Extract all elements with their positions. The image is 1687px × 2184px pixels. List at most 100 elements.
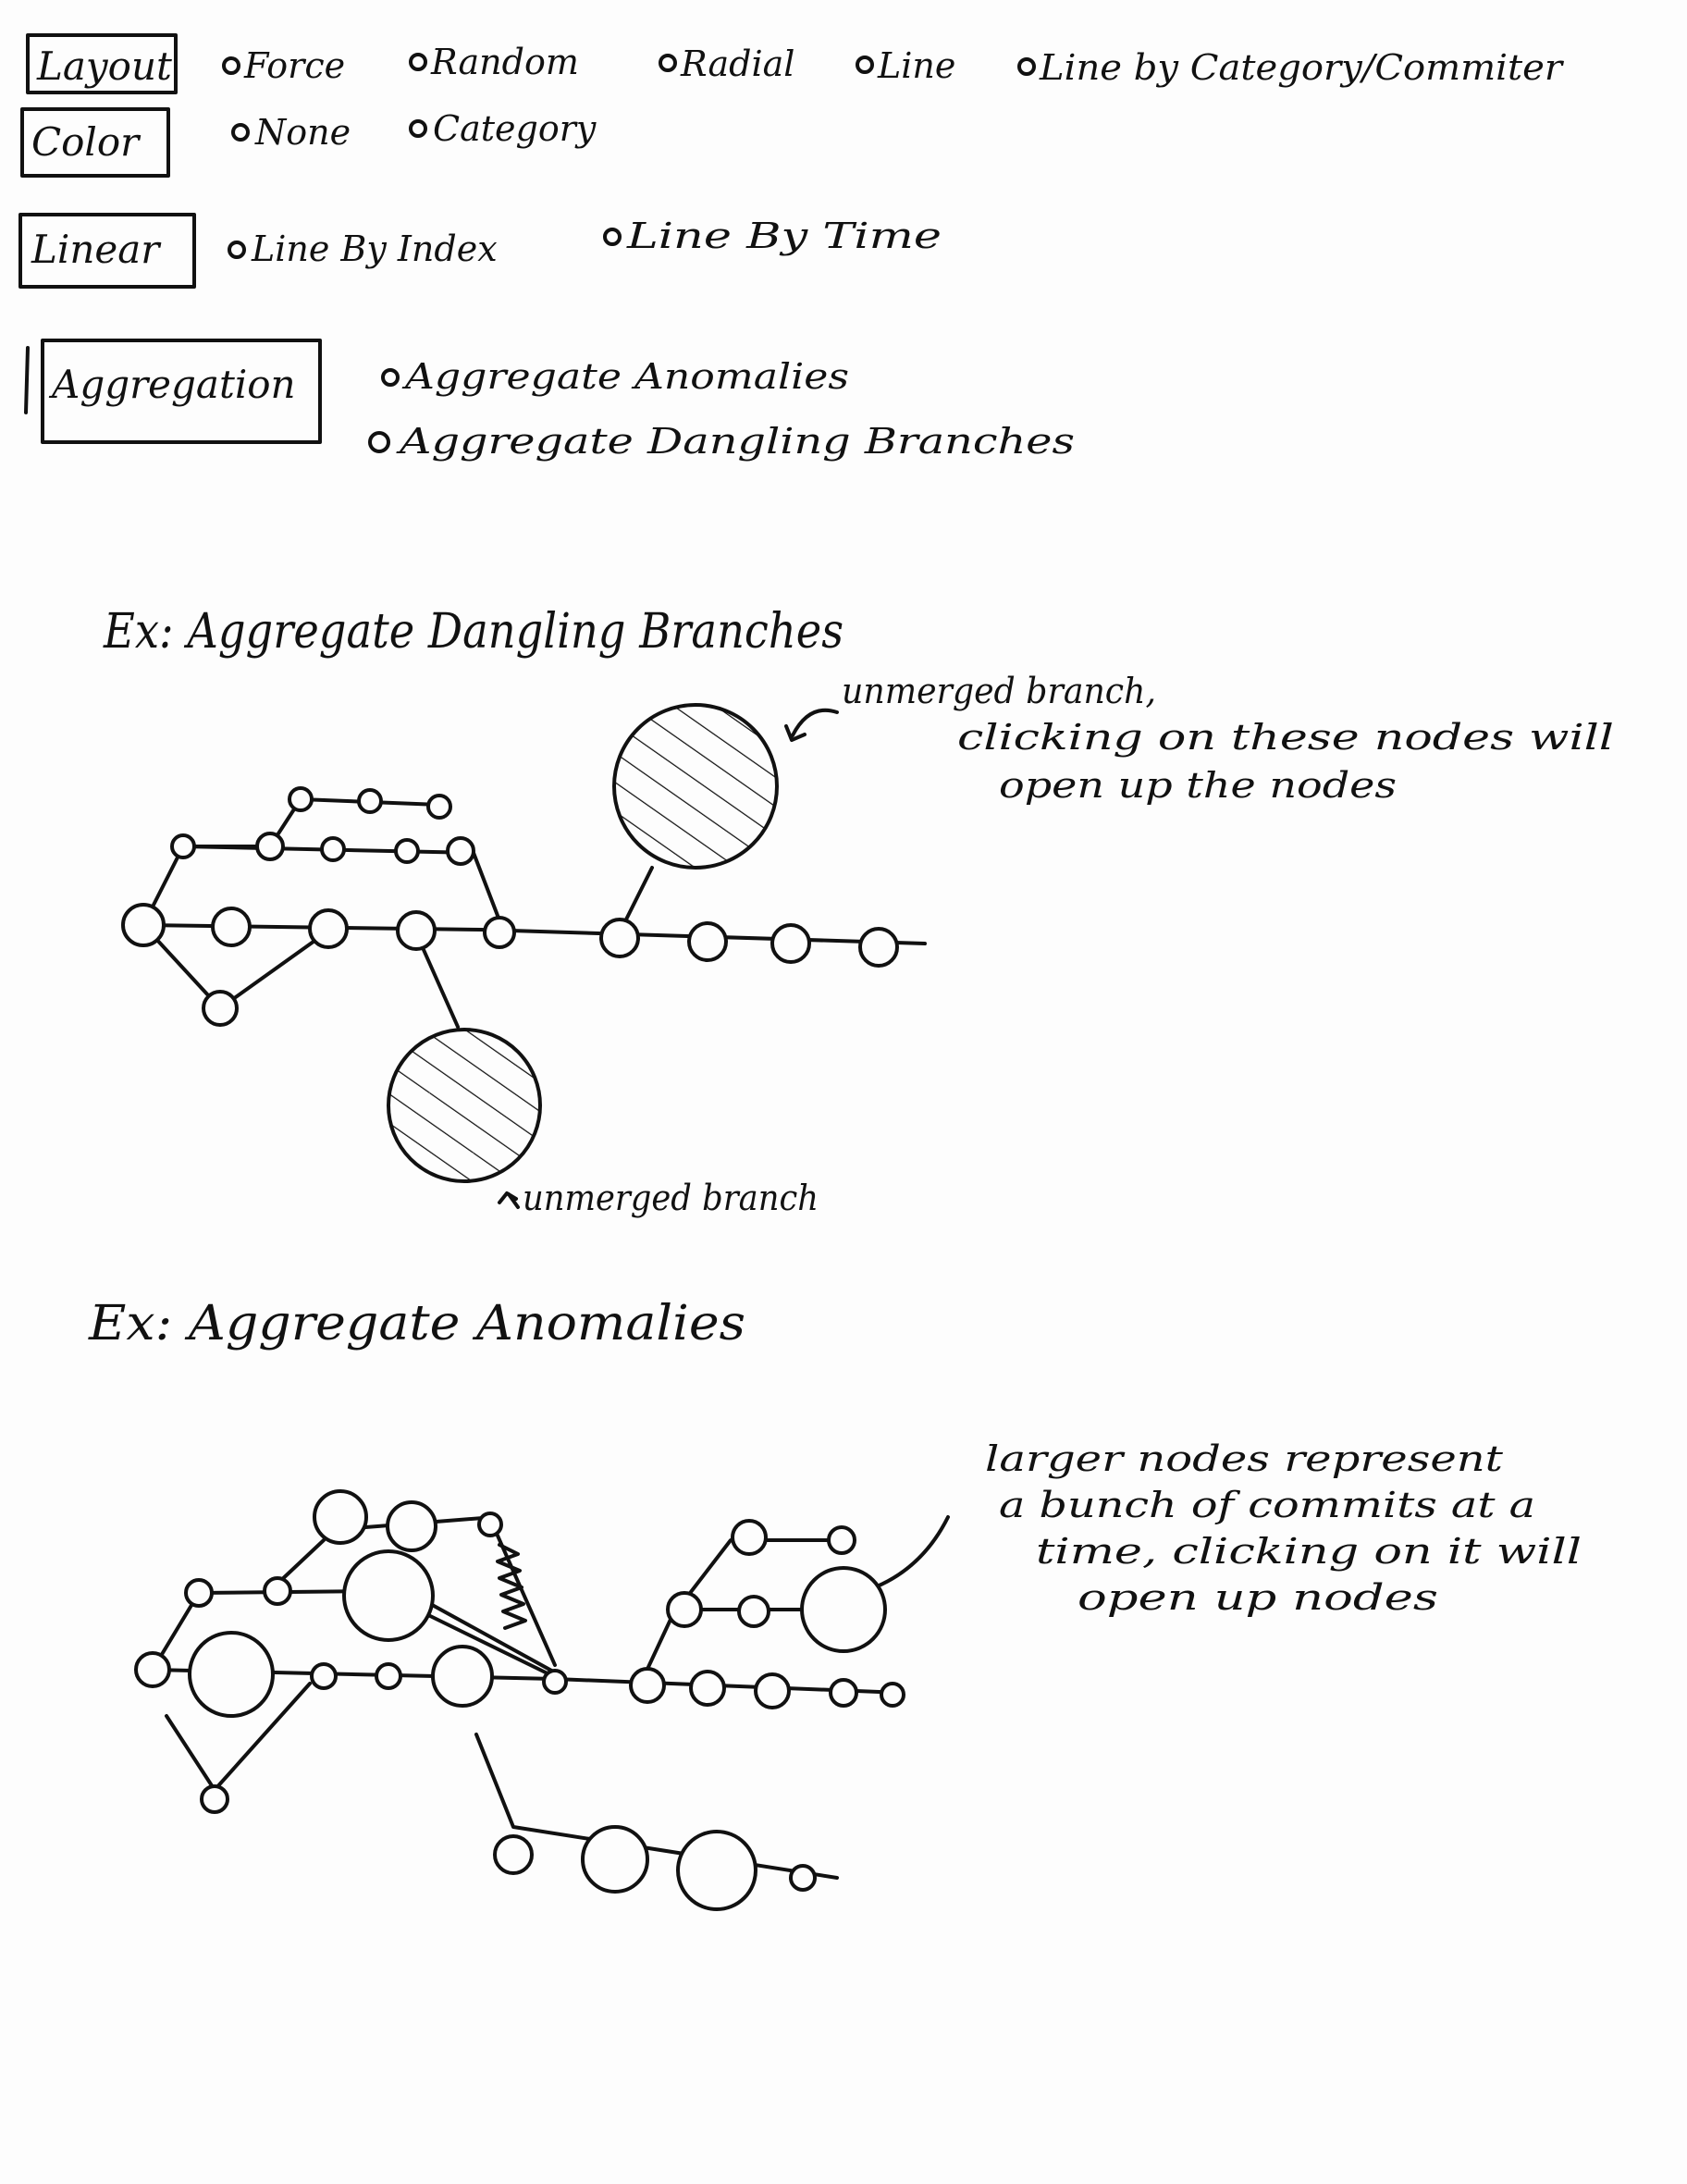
linear-label: Linear: [31, 227, 162, 272]
divider: [24, 346, 30, 414]
aggregated-commit-node[interactable]: [188, 1631, 275, 1718]
layout-option-random[interactable]: Random: [409, 42, 579, 82]
aggregation-option-anomalies[interactable]: Aggregate Anomalies: [381, 356, 849, 397]
linear-option-by-index-label: Line By Index: [251, 228, 498, 269]
commit-node[interactable]: [880, 1682, 905, 1708]
radio-icon[interactable]: [368, 431, 390, 453]
commit-node[interactable]: [827, 1525, 856, 1555]
aggregated-commit-node[interactable]: [581, 1825, 649, 1894]
aggregation-option-dangling[interactable]: Aggregate Dangling Branches: [368, 421, 1075, 462]
commit-node[interactable]: [770, 923, 811, 964]
layout-label-box: [26, 33, 178, 94]
commit-node[interactable]: [689, 1670, 726, 1707]
dangling-note-line-1: unmerged branch,: [842, 671, 1156, 711]
commit-node[interactable]: [288, 786, 314, 812]
anomalies-example-title: Ex: Aggregate Anomalies: [88, 1296, 745, 1351]
radio-icon[interactable]: [659, 54, 677, 72]
commit-node[interactable]: [426, 794, 452, 820]
commit-node[interactable]: [666, 1591, 703, 1628]
layout-option-random-label: Random: [430, 42, 579, 82]
layout-row: Layout Force Random Radial Line Line by …: [26, 33, 1565, 94]
radio-icon[interactable]: [222, 56, 240, 75]
commit-node[interactable]: [134, 1651, 171, 1688]
commit-node[interactable]: [263, 1576, 292, 1606]
color-option-category[interactable]: Category: [409, 108, 597, 149]
commit-node[interactable]: [202, 990, 239, 1027]
layout-option-force[interactable]: Force: [222, 45, 345, 86]
aggregated-commit-node[interactable]: [386, 1500, 437, 1552]
arrow-icon: [784, 708, 839, 742]
linear-option-by-index[interactable]: Line By Index: [228, 228, 498, 269]
layout-option-line-by-category[interactable]: Line by Category/Commiter: [1017, 47, 1565, 88]
color-label-box: [20, 107, 170, 178]
aggregated-branch-node[interactable]: [612, 703, 779, 870]
layout-label: Layout: [36, 43, 172, 89]
radio-icon[interactable]: [381, 368, 400, 387]
commit-node[interactable]: [184, 1578, 214, 1608]
radio-icon[interactable]: [409, 119, 427, 138]
anomalies-note-line-1: larger nodes represent: [985, 1438, 1504, 1479]
commit-node[interactable]: [308, 908, 349, 949]
commit-node[interactable]: [687, 921, 728, 962]
commit-node[interactable]: [731, 1519, 768, 1556]
commit-node[interactable]: [121, 903, 166, 947]
aggregation-label-box: [41, 339, 322, 444]
commit-node[interactable]: [829, 1678, 858, 1708]
commit-node[interactable]: [599, 918, 640, 958]
commit-node[interactable]: [446, 836, 475, 866]
color-option-none[interactable]: None: [231, 112, 351, 153]
linear-label-box: [18, 213, 196, 289]
commit-node[interactable]: [357, 788, 383, 814]
commit-node[interactable]: [754, 1672, 791, 1709]
edge: [419, 942, 460, 1029]
dangling-note-bottom-label: unmerged branch: [523, 1178, 819, 1218]
aggregated-commit-node[interactable]: [313, 1489, 368, 1545]
commit-node[interactable]: [211, 907, 252, 947]
commit-node[interactable]: [320, 836, 346, 862]
commit-node[interactable]: [394, 838, 420, 864]
commit-node[interactable]: [396, 910, 437, 951]
commit-node[interactable]: [789, 1864, 817, 1892]
commit-node[interactable]: [200, 1784, 229, 1814]
layout-option-line-label: Line: [877, 45, 955, 86]
commit-node[interactable]: [170, 833, 196, 859]
commit-node[interactable]: [310, 1662, 338, 1690]
radio-icon[interactable]: [228, 241, 246, 259]
color-option-none-label: None: [254, 112, 351, 153]
commit-node[interactable]: [255, 832, 285, 861]
color-row: Color None Category: [20, 107, 597, 178]
layout-option-radial-label: Radial: [680, 43, 794, 84]
dangling-example-title: Ex: Aggregate Dangling Branches: [103, 604, 844, 660]
commit-node[interactable]: [542, 1669, 568, 1695]
anomalies-note-line-3: time, clicking on it will: [1036, 1531, 1582, 1572]
layout-option-radial[interactable]: Radial: [659, 43, 794, 84]
aggregated-commit-node[interactable]: [800, 1566, 887, 1653]
aggregated-commit-node[interactable]: [431, 1645, 494, 1708]
aggregation-option-anomalies-label: Aggregate Anomalies: [402, 356, 849, 397]
commit-node[interactable]: [375, 1662, 402, 1690]
commit-node[interactable]: [483, 916, 516, 949]
linear-option-by-time[interactable]: Line By Time: [603, 216, 942, 256]
radio-icon[interactable]: [231, 123, 250, 142]
aggregation-option-dangling-label: Aggregate Dangling Branches: [396, 421, 1075, 462]
edge: [683, 1538, 839, 1602]
aggregated-commit-node[interactable]: [676, 1830, 757, 1911]
layout-option-force-label: Force: [243, 45, 345, 86]
radio-icon[interactable]: [1017, 57, 1036, 76]
layout-option-line[interactable]: Line: [856, 45, 955, 86]
radio-icon[interactable]: [603, 228, 622, 246]
aggregated-branch-node[interactable]: [387, 1028, 542, 1183]
color-option-category-label: Category: [433, 108, 597, 149]
commit-node[interactable]: [737, 1595, 770, 1628]
radio-icon[interactable]: [856, 56, 874, 74]
aggregated-commit-node[interactable]: [342, 1549, 435, 1642]
dangling-note-top: unmerged branch, clicking on these nodes…: [784, 671, 1614, 806]
arrow-icon: [498, 1191, 520, 1209]
commit-node[interactable]: [858, 927, 899, 968]
commit-node[interactable]: [493, 1834, 534, 1875]
anomalies-note: larger nodes represent a bunch of commit…: [863, 1438, 1582, 1618]
radio-icon[interactable]: [409, 53, 427, 71]
commit-node[interactable]: [629, 1667, 666, 1704]
commit-node[interactable]: [477, 1512, 503, 1537]
